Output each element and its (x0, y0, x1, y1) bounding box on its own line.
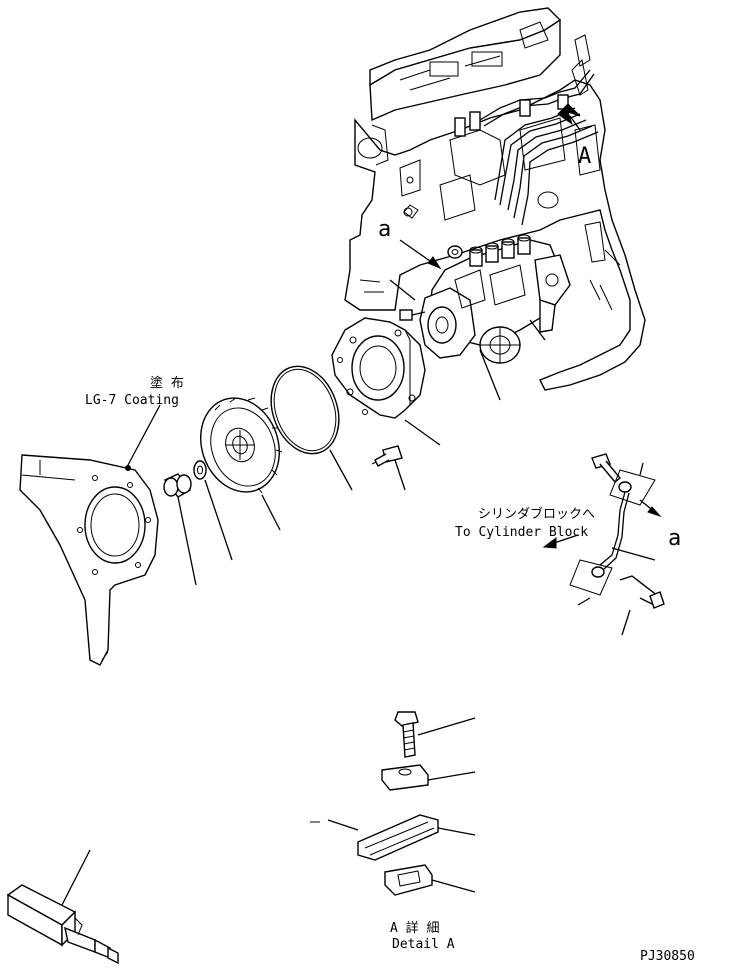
o-ring (270, 365, 340, 455)
detail-a: A 詳 細 Detail A (310, 711, 476, 952)
to-block-label-en: To Cylinder Block (455, 525, 588, 540)
view-a-label: A (578, 144, 591, 169)
stud-bolt (399, 309, 413, 321)
coating-label-jp: 塗 布 (150, 375, 184, 391)
nut (447, 245, 463, 259)
fuel-pipe-assembly (569, 453, 665, 609)
detail-a-label-en: Detail A (392, 937, 455, 952)
bolt (371, 445, 403, 467)
detail-a-label-jp: A 詳 細 (390, 920, 439, 936)
injection-pump (419, 234, 571, 364)
drawing-number: PJ30850 (640, 949, 695, 964)
pump-adapter-plate (331, 317, 426, 419)
washer (193, 460, 207, 480)
tool (6, 884, 119, 965)
engine-block: A (344, 7, 646, 391)
to-block-label-jp: シリンダブロックへ (478, 506, 595, 522)
drive-gear (199, 397, 283, 494)
coating-label-en: LG-7 Coating (85, 393, 179, 408)
bushing (163, 473, 192, 498)
callout-a-right: a (668, 526, 681, 551)
gear-housing (19, 454, 159, 666)
callout-a-top: a (378, 217, 391, 242)
